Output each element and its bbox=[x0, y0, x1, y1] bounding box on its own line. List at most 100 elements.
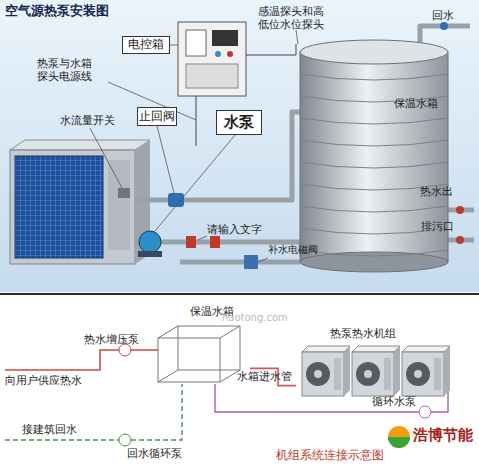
bottom-pipe bbox=[5, 350, 158, 370]
edge-label: 水箱进水管 bbox=[237, 371, 292, 384]
node-label: 电控箱 bbox=[128, 38, 164, 52]
pipe-fittings bbox=[139, 231, 161, 253]
heat-pump-group: 热泵热水机组 bbox=[296, 328, 456, 400]
heat-pump-unit bbox=[10, 140, 150, 150]
heat-pump-unit bbox=[10, 140, 150, 264]
heat-pump-body bbox=[352, 352, 394, 396]
pipe-fittings bbox=[440, 22, 448, 30]
callout-box: 止回阀 bbox=[137, 107, 177, 126]
pipe-label: 向用户供应热水 bbox=[5, 375, 82, 388]
heat-pump-side bbox=[444, 346, 450, 396]
heat-pump-fan bbox=[356, 362, 380, 386]
heat-pump-fan-hub bbox=[414, 370, 422, 378]
leader-line bbox=[198, 236, 207, 240]
company-logo bbox=[388, 426, 410, 448]
signal-wire bbox=[196, 44, 296, 146]
pipe-fittings bbox=[456, 236, 464, 244]
logo-text: 浩博节能 bbox=[413, 427, 473, 444]
tank-wireframe-edge bbox=[158, 326, 178, 338]
sensor-label: 感温探头和高 低位水位探头 bbox=[258, 6, 338, 31]
bottom-pipe bbox=[419, 406, 431, 418]
node-label: 保温水箱 bbox=[394, 98, 438, 111]
watermark: haotong.com bbox=[222, 312, 288, 324]
pipe-fittings bbox=[210, 236, 220, 248]
company-logo bbox=[388, 437, 410, 448]
tank-wireframe-edge bbox=[158, 370, 178, 382]
heat-pump-side bbox=[394, 346, 400, 396]
bottom-pipe bbox=[5, 384, 182, 440]
bottom-pipe bbox=[5, 344, 448, 446]
leader-line bbox=[170, 45, 178, 46]
heat-pump-unit bbox=[15, 156, 103, 258]
node-label: 止回阀 bbox=[139, 110, 175, 124]
heat-pump-panel bbox=[384, 358, 391, 390]
heat-pump-fan bbox=[306, 362, 330, 386]
part-label: 热水增压泵 bbox=[84, 334, 139, 347]
electric-control-box bbox=[186, 64, 238, 88]
electric-control-box bbox=[186, 30, 206, 56]
diagram-caption: 机组系统连接示意图 bbox=[276, 449, 384, 463]
part-label: 补水电磁阀 bbox=[268, 244, 318, 256]
heat-pump-fan-hub bbox=[314, 370, 322, 378]
heat-pump-body bbox=[402, 352, 444, 396]
tank-top bbox=[300, 40, 448, 64]
tank-shape bbox=[298, 38, 450, 274]
pipe-fittings bbox=[186, 236, 196, 248]
tank-ring bbox=[300, 140, 448, 146]
heat-pump-unit bbox=[108, 160, 130, 250]
leader-line bbox=[296, 30, 298, 44]
company-logo bbox=[388, 426, 410, 448]
heat-pump-panel bbox=[434, 358, 441, 390]
tank-ring bbox=[300, 74, 448, 80]
heat-pump-icon bbox=[402, 346, 450, 396]
part-label: 回水循环泵 bbox=[127, 448, 182, 461]
tank-ring bbox=[300, 250, 448, 256]
leader-line bbox=[90, 128, 122, 188]
part-label: 循环水泵 bbox=[372, 396, 416, 409]
leader-line bbox=[155, 135, 235, 231]
wire-label: 热泵与水箱 探头电源线 bbox=[37, 58, 109, 83]
heat-pump-unit bbox=[10, 150, 135, 264]
pipe-label: 排污口 bbox=[421, 221, 454, 234]
placeholder-text: 请输入文字 bbox=[207, 224, 262, 237]
leader-line bbox=[157, 126, 174, 193]
top-background bbox=[0, 293, 479, 295]
heat-pump-icon bbox=[352, 346, 400, 396]
heat-pump-panel bbox=[334, 358, 341, 390]
heat-pump-icon bbox=[302, 346, 350, 396]
electric-control-box bbox=[212, 30, 238, 46]
leader-line bbox=[90, 30, 298, 262]
signal-wire bbox=[196, 96, 197, 146]
leader-line bbox=[258, 258, 268, 262]
top-background bbox=[0, 0, 479, 292]
tank-ring bbox=[300, 118, 448, 124]
top-background bbox=[0, 292, 479, 466]
heat-pump-fan bbox=[406, 362, 430, 386]
water-pipe bbox=[180, 260, 300, 265]
part-label: 水流量开关 bbox=[60, 115, 115, 128]
pipe-fittings bbox=[118, 188, 130, 198]
callout-box: 电控箱 bbox=[122, 36, 170, 54]
pipe-fittings bbox=[244, 255, 258, 269]
electric-control-box bbox=[178, 22, 246, 96]
electric-control-box bbox=[178, 22, 246, 96]
pipe-fittings bbox=[118, 22, 464, 269]
pipe-label: 热水出 bbox=[420, 186, 453, 199]
bottom-pipe bbox=[119, 434, 131, 446]
tank-wireframe-edge bbox=[220, 326, 240, 338]
electric-control-box bbox=[215, 51, 221, 57]
pipe-fittings bbox=[138, 251, 162, 257]
insulated-water-tank: 保温水箱 bbox=[298, 38, 450, 274]
tank-ring bbox=[300, 162, 448, 168]
node-label: 热泵热水机组 bbox=[330, 328, 396, 341]
heat-pump-top bbox=[302, 346, 350, 352]
pipe-fittings bbox=[168, 193, 184, 207]
heat-pump-body bbox=[302, 352, 344, 396]
heat-pump-top bbox=[402, 346, 450, 352]
heat-pump-top bbox=[352, 346, 400, 352]
diagram-title: 空气源热泵安装图 bbox=[5, 4, 109, 19]
signal-wire bbox=[246, 44, 296, 55]
pipe-fittings bbox=[456, 206, 464, 214]
tank-wireframe-face bbox=[158, 338, 220, 382]
